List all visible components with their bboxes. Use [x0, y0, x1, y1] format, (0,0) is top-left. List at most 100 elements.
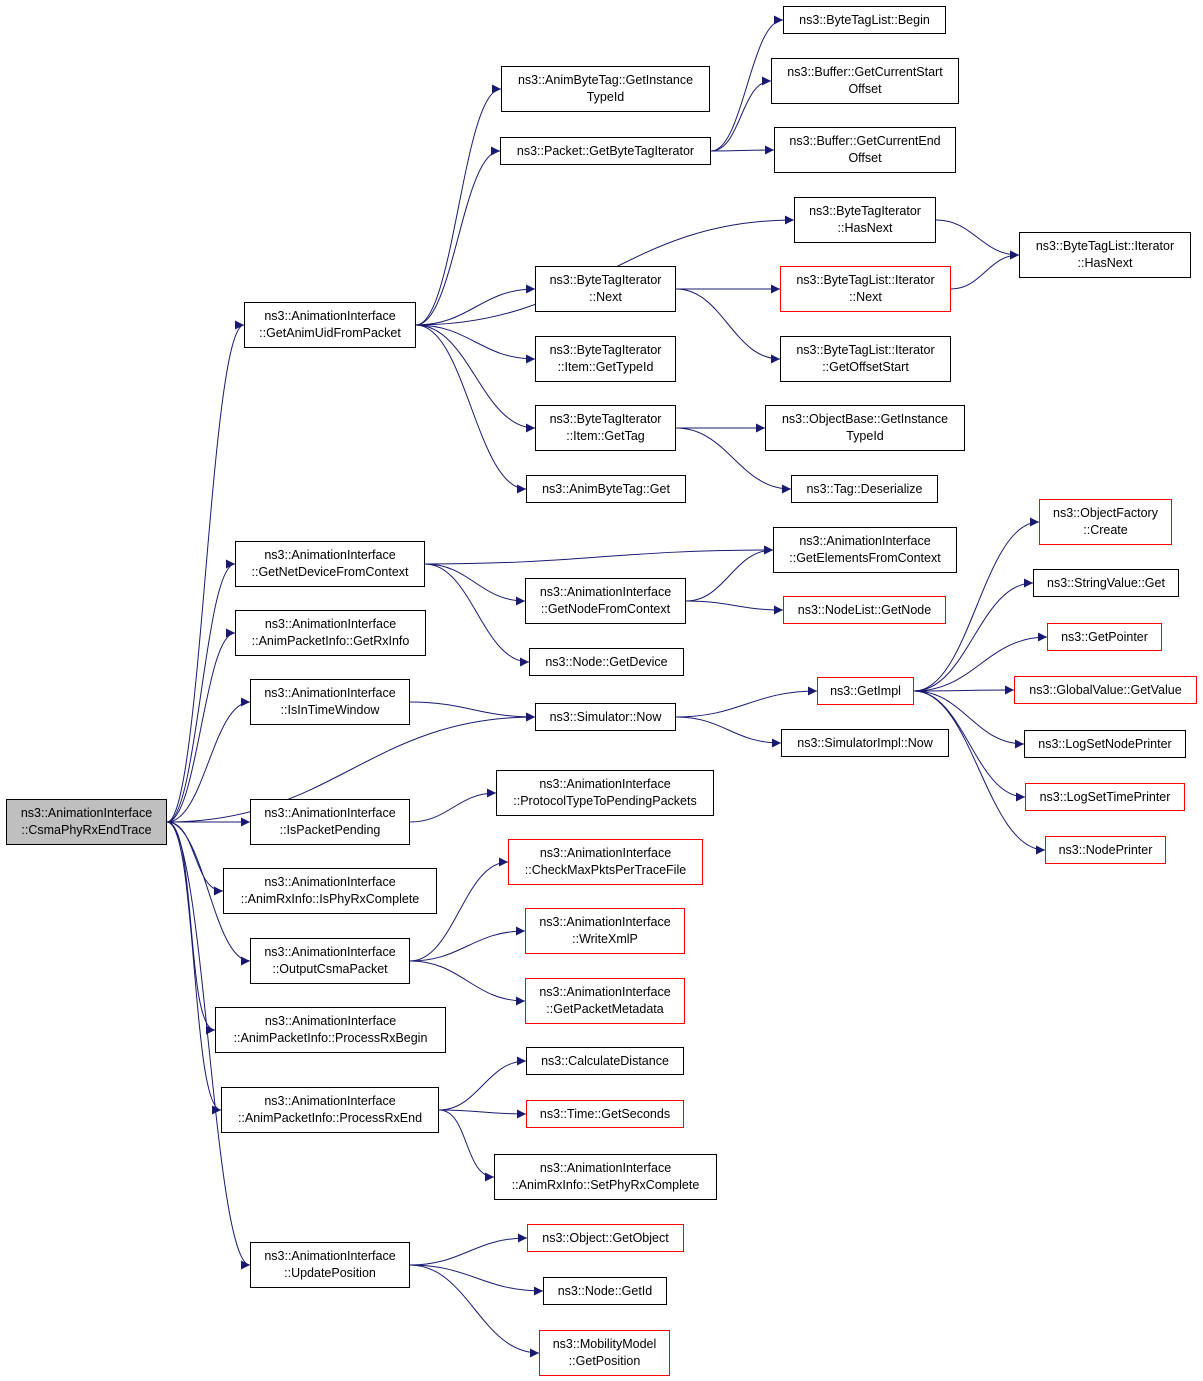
- node-label-line: ::Item::GetTag: [566, 429, 645, 443]
- node-simImplNow[interactable]: ns3::SimulatorImpl::Now: [781, 729, 949, 757]
- node-globalValueGet[interactable]: ns3::GlobalValue::GetValue: [1014, 676, 1197, 704]
- node-packetGetBTI[interactable]: ns3::Packet::GetByteTagIterator: [500, 137, 711, 165]
- node-label-line: ns3::Node::GetDevice: [545, 654, 668, 669]
- node-label-line: ::GetElementsFromContext: [789, 551, 941, 565]
- edge-processRxEnd-to-timeGetSeconds: [438, 1109, 527, 1119]
- node-getImpl[interactable]: ns3::GetImpl: [817, 677, 914, 705]
- node-label-line: ::GetPacketMetadata: [546, 1002, 664, 1016]
- node-label-line: ::ProtocolTypeToPendingPackets: [513, 794, 697, 808]
- node-nodePrinter[interactable]: ns3::NodePrinter: [1045, 836, 1166, 864]
- node-stringValueGet[interactable]: ns3::StringValue::Get: [1033, 569, 1179, 597]
- node-getNodeFromCtx[interactable]: ns3::AnimationInterface::GetNodeFromCont…: [525, 578, 686, 624]
- edge-root-to-outputCsma: [166, 821, 251, 966]
- node-label-line: ::AnimPacketInfo::ProcessRxEnd: [237, 1111, 423, 1125]
- node-label-line: ::UpdatePosition: [284, 1266, 376, 1280]
- node-logSetTimePrinter[interactable]: ns3::LogSetTimePrinter: [1025, 783, 1185, 811]
- node-label-line: ns3::ByteTagList::Begin: [799, 12, 930, 27]
- node-label-line: ns3::ByteTagList::Iterator: [1035, 239, 1175, 253]
- node-btliHasNext[interactable]: ns3::ByteTagList::Iterator::HasNext: [1019, 232, 1191, 278]
- node-simNow[interactable]: ns3::Simulator::Now: [535, 703, 676, 731]
- node-objectGetObject[interactable]: ns3::Object::GetObject: [527, 1224, 684, 1252]
- node-btiItemGetTag[interactable]: ns3::ByteTagIterator::Item::GetTag: [535, 405, 676, 451]
- edge-packetGetBTI-to-btlBegin: [710, 15, 784, 152]
- node-setPhyRxComplete[interactable]: ns3::AnimationInterface::AnimRxInfo::Set…: [494, 1154, 717, 1200]
- node-updatePosition[interactable]: ns3::AnimationInterface::UpdatePosition: [250, 1242, 410, 1288]
- node-getRxInfo[interactable]: ns3::AnimationInterface::AnimPacketInfo:…: [235, 610, 426, 656]
- node-label-line: ns3::AnimationInterface: [264, 1249, 396, 1263]
- node-nodeListGetNode[interactable]: ns3::NodeList::GetNode: [783, 596, 946, 624]
- node-label-line: ::CheckMaxPktsPerTraceFile: [524, 863, 687, 877]
- node-calcDistance[interactable]: ns3::CalculateDistance: [526, 1047, 684, 1075]
- node-btiNext[interactable]: ns3::ByteTagIterator::Next: [535, 266, 676, 312]
- node-animByteTagGet[interactable]: ns3::AnimByteTag::Get: [526, 475, 686, 503]
- node-label-line: ns3::AnimationInterface: [264, 1014, 397, 1028]
- edge-btiNext-to-btliGetOffsetStart: [675, 288, 781, 364]
- edge-root-to-processRxEnd: [166, 821, 222, 1115]
- node-label-line: ns3::Buffer::GetCurrentStart: [787, 65, 943, 79]
- node-label-line: TypeId: [586, 90, 625, 104]
- node-label-line: ::GetPosition: [568, 1354, 641, 1368]
- node-nodeGetId[interactable]: ns3::Node::GetId: [543, 1277, 667, 1305]
- edge-outputCsma-to-checkMax: [409, 857, 509, 962]
- node-processRxEnd[interactable]: ns3::AnimationInterface::AnimPacketInfo:…: [221, 1087, 439, 1133]
- node-label-line: ns3::Tag::Deserialize: [806, 481, 923, 496]
- edge-getNetDev-to-getNodeFromCtx: [424, 563, 526, 606]
- node-label-line: ns3::LogSetTimePrinter: [1039, 789, 1171, 804]
- node-logSetNodePrinter[interactable]: ns3::LogSetNodePrinter: [1024, 730, 1186, 758]
- node-isPacketPending[interactable]: ns3::AnimationInterface::IsPacketPending: [250, 799, 410, 845]
- node-btiItemGetTypeId[interactable]: ns3::ByteTagIterator::Item::GetTypeId: [535, 336, 676, 382]
- node-label-line: ::GetNetDeviceFromContext: [251, 565, 409, 579]
- node-label-line: ns3::CalculateDistance: [541, 1053, 669, 1068]
- edge-btiHasNext-to-btliHasNext: [935, 219, 1020, 260]
- node-mobilityGetPos[interactable]: ns3::MobilityModel::GetPosition: [539, 1330, 670, 1376]
- node-getPointer[interactable]: ns3::GetPointer: [1047, 623, 1162, 651]
- node-getPacketMeta[interactable]: ns3::AnimationInterface::GetPacketMetada…: [525, 978, 685, 1024]
- node-isPhyRxComplete[interactable]: ns3::AnimationInterface::AnimRxInfo::IsP…: [223, 868, 437, 914]
- node-getElements[interactable]: ns3::AnimationInterface::GetElementsFrom…: [773, 527, 957, 573]
- node-label-line: ns3::AnimationInterface: [539, 777, 671, 791]
- node-label-line: Offset: [848, 151, 882, 165]
- edge-outputCsma-to-writeXmlP: [409, 926, 526, 962]
- node-processRxBegin[interactable]: ns3::AnimationInterface::AnimPacketInfo:…: [215, 1007, 446, 1053]
- edge-root-to-getRxInfo: [166, 628, 236, 823]
- node-root[interactable]: ns3::AnimationInterface::CsmaPhyRxEndTra…: [6, 799, 167, 845]
- node-btliNext[interactable]: ns3::ByteTagList::Iterator::Next: [780, 266, 951, 312]
- edge-getNodeFromCtx-to-nodeListGetNode: [685, 600, 784, 615]
- edge-updatePosition-to-mobilityGetPos: [409, 1264, 540, 1358]
- node-label-line: ns3::AnimationInterface: [539, 1161, 672, 1175]
- node-label-line: ::OutputCsmaPacket: [272, 962, 388, 976]
- node-label-line: ::CsmaPhyRxEndTrace: [21, 823, 152, 837]
- node-btlBegin[interactable]: ns3::ByteTagList::Begin: [783, 6, 946, 34]
- node-label-line: ns3::ObjectBase::GetInstance: [781, 412, 949, 426]
- node-protoType[interactable]: ns3::AnimationInterface::ProtocolTypeToP…: [496, 770, 714, 816]
- node-label-line: ns3::AnimationInterface: [264, 309, 396, 323]
- edge-getAnimUid-to-btiItemGetTypeId: [415, 324, 536, 364]
- node-btiHasNext[interactable]: ns3::ByteTagIterator::HasNext: [794, 197, 936, 243]
- node-writeXmlP[interactable]: ns3::AnimationInterface::WriteXmlP: [525, 908, 685, 954]
- edge-processRxEnd-to-calcDistance: [438, 1056, 527, 1111]
- edge-packetGetBTI-to-bufEnd: [710, 145, 775, 155]
- edge-root-to-isInTimeWindow: [166, 697, 251, 823]
- edge-getNetDev-to-getElements: [424, 545, 774, 565]
- edge-btliNext-to-btliHasNext: [950, 250, 1020, 290]
- node-label-line: ns3::AnimationInterface: [264, 1094, 396, 1108]
- node-isInTimeWindow[interactable]: ns3::AnimationInterface::IsInTimeWindow: [250, 679, 410, 725]
- node-nodeGetDevice[interactable]: ns3::Node::GetDevice: [529, 648, 684, 676]
- node-timeGetSeconds[interactable]: ns3::Time::GetSeconds: [526, 1100, 684, 1128]
- node-outputCsma[interactable]: ns3::AnimationInterface::OutputCsmaPacke…: [250, 938, 410, 984]
- edge-getAnimUid-to-animByteTagGetInst: [415, 84, 502, 326]
- node-checkMax[interactable]: ns3::AnimationInterface::CheckMaxPktsPer…: [508, 839, 703, 885]
- node-tagDeserialize[interactable]: ns3::Tag::Deserialize: [791, 475, 938, 503]
- node-objFactoryCreate[interactable]: ns3::ObjectFactory::Create: [1039, 499, 1172, 545]
- node-label-line: ns3::AnimationInterface: [539, 915, 671, 929]
- node-getNetDev[interactable]: ns3::AnimationInterface::GetNetDeviceFro…: [235, 541, 425, 587]
- node-label-line: ns3::AnimationInterface: [264, 548, 396, 562]
- node-getAnimUid[interactable]: ns3::AnimationInterface::GetAnimUidFromP…: [244, 302, 416, 348]
- node-btliGetOffsetStart[interactable]: ns3::ByteTagList::Iterator::GetOffsetSta…: [780, 336, 951, 382]
- node-label-line: ns3::ByteTagIterator: [549, 343, 662, 357]
